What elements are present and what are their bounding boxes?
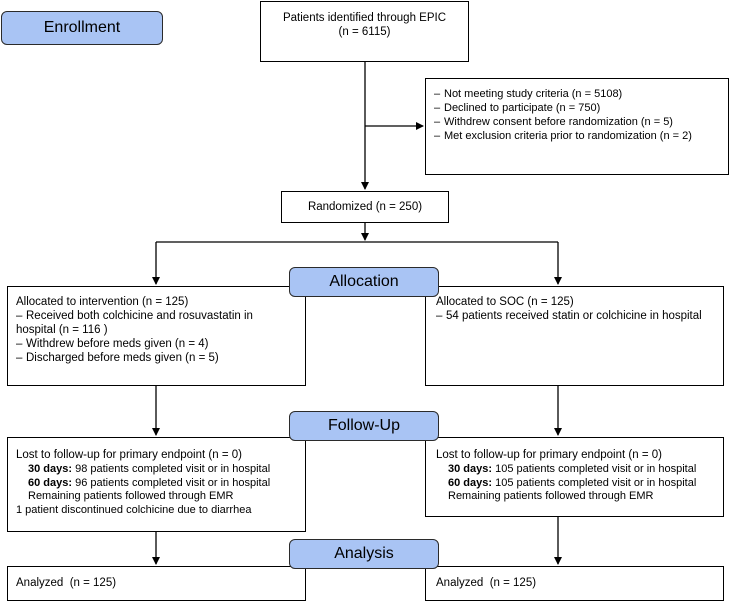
followup-right-30-label: 30 days:	[448, 463, 493, 475]
intervention-item-text: Discharged before meds given (n = 5)	[26, 352, 219, 364]
intervention-title: Allocated to intervention (n = 125)	[16, 296, 189, 308]
intervention-item: –Withdrew before meds given (n = 4)	[16, 337, 305, 351]
intervention-item: –Discharged before meds given (n = 5)	[16, 351, 305, 365]
followup-right-60-text: 105 patients completed visit or in hospi…	[492, 476, 697, 489]
intervention-item: –Received both colchicine and rosuvastat…	[16, 309, 305, 323]
followup-left-30-days: 30 days: 98 patients completed visit or …	[16, 463, 305, 477]
excluded-item: –Not meeting study criteria (n = 5108)	[434, 87, 728, 101]
followup-left-60-text: 96 patients completed visit or in hospit…	[72, 476, 271, 489]
stage-analysis-label: Analysis	[334, 545, 394, 562]
dash-glyph: –	[434, 102, 441, 114]
randomized-text: Randomized (n = 250)	[307, 201, 423, 213]
followup-right-remaining: Remaining patients followed through EMR	[448, 490, 654, 502]
identified-box: Patients identified through EPIC (n = 61…	[260, 1, 469, 62]
intervention-box: Allocated to intervention (n = 125) –Rec…	[7, 286, 306, 386]
followup-left-title: Lost to follow-up for primary endpoint (…	[16, 449, 242, 461]
soc-item-text: 54 patients received statin or colchicin…	[446, 310, 702, 322]
dash-glyph: –	[16, 310, 23, 322]
randomized-box: Randomized (n = 250)	[281, 191, 449, 223]
dash-glyph: –	[436, 310, 443, 322]
excluded-box: –Not meeting study criteria (n = 5108) –…	[425, 78, 729, 175]
followup-left-note: 1 patient discontinued colchicine due to…	[16, 503, 252, 516]
excluded-item-text: Declined to participate (n = 750)	[444, 102, 601, 114]
dash-glyph: –	[16, 338, 23, 350]
intervention-item-continued: hospital (n = 116 )	[16, 324, 108, 336]
identified-text: Patients identified through EPIC	[282, 12, 447, 24]
excluded-item-text: Withdrew consent before randomization (n…	[444, 116, 673, 128]
stage-allocation-label: Allocation	[329, 273, 399, 290]
followup-soc-box: Lost to follow-up for primary endpoint (…	[425, 437, 724, 517]
soc-item: –54 patients received statin or colchici…	[436, 309, 723, 323]
soc-title: Allocated to SOC (n = 125)	[436, 296, 574, 308]
analyzed-soc-box: Analyzed (n = 125)	[425, 566, 724, 601]
followup-left-60-label: 60 days:	[28, 476, 73, 489]
followup-right-60-label: 60 days:	[448, 476, 493, 489]
excluded-item: –Withdrew consent before randomization (…	[434, 115, 728, 129]
excluded-item: –Met exclusion criteria prior to randomi…	[434, 129, 728, 143]
followup-left-30-text: 98 patients completed visit or in hospit…	[72, 463, 271, 475]
followup-intervention-box: Lost to follow-up for primary endpoint (…	[7, 437, 306, 532]
followup-right-60-days: 60 days: 105 patients completed visit or…	[436, 477, 723, 491]
analyzed-right-text: Analyzed (n = 125)	[436, 577, 537, 589]
soc-box: Allocated to SOC (n = 125) –54 patients …	[425, 286, 724, 386]
followup-left-60-days: 60 days: 96 patients completed visit or …	[16, 477, 305, 491]
stage-allocation: Allocation	[289, 267, 439, 297]
analyzed-left-text: Analyzed (n = 125)	[16, 577, 117, 589]
followup-left-30-label: 30 days:	[28, 463, 73, 475]
dash-glyph: –	[434, 88, 441, 100]
followup-right-30-text: 105 patients completed visit or in hospi…	[492, 463, 697, 475]
stage-enrollment-label: Enrollment	[43, 19, 121, 36]
followup-left-remaining: Remaining patients followed through EMR	[28, 490, 234, 502]
stage-enrollment: Enrollment	[1, 11, 163, 45]
identified-count: (n = 6115)	[338, 26, 391, 38]
dash-glyph: –	[16, 352, 23, 364]
followup-right-title: Lost to follow-up for primary endpoint (…	[436, 449, 662, 461]
intervention-item-text: Withdrew before meds given (n = 4)	[26, 338, 209, 350]
followup-right-30-days: 30 days: 105 patients completed visit or…	[436, 463, 723, 477]
stage-analysis: Analysis	[289, 539, 439, 569]
dash-glyph: –	[434, 130, 441, 142]
stage-followup-label: Follow-Up	[327, 417, 400, 434]
dash-glyph: –	[434, 116, 441, 128]
intervention-item-text: Received both colchicine and rosuvastati…	[26, 310, 253, 322]
excluded-item-text: Not meeting study criteria (n = 5108)	[444, 88, 623, 100]
excluded-item-text: Met exclusion criteria prior to randomiz…	[444, 130, 692, 142]
excluded-item: –Declined to participate (n = 750)	[434, 101, 728, 115]
analyzed-intervention-box: Analyzed (n = 125)	[7, 566, 306, 601]
stage-followup: Follow-Up	[289, 411, 439, 441]
